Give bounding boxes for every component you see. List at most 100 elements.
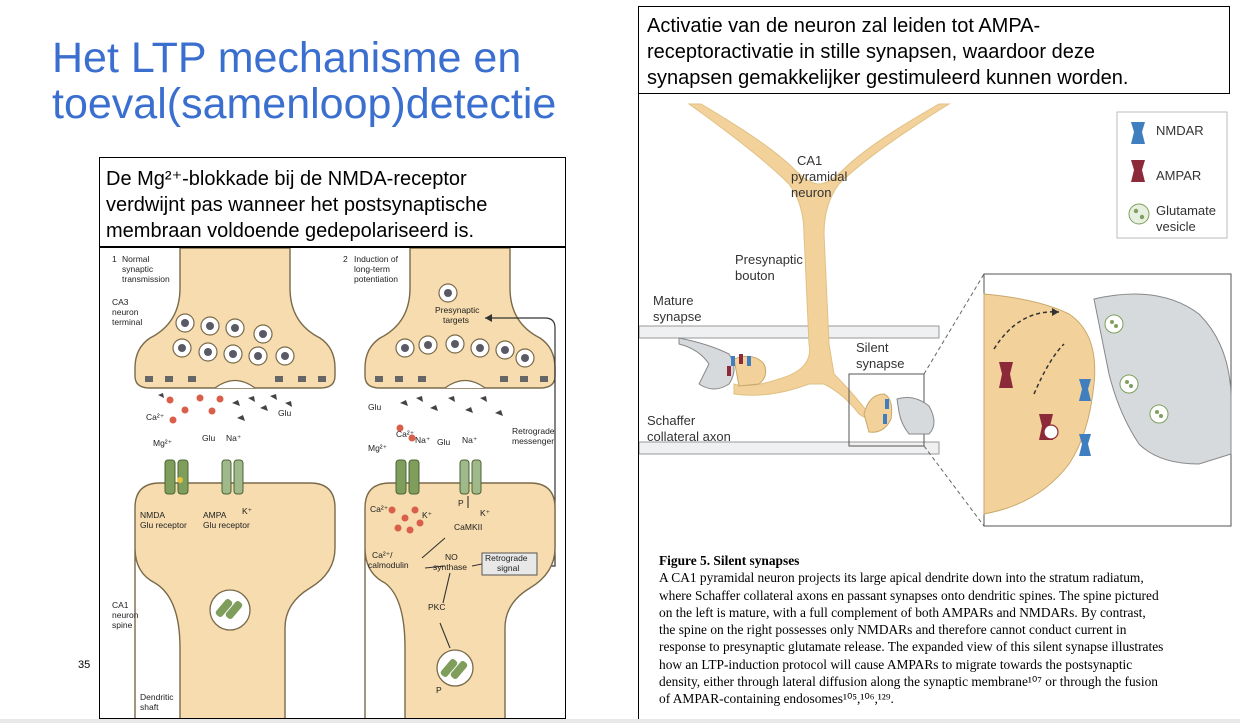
panel1-shaft-label-1: Dendritic: [140, 692, 174, 702]
bouton-label-2: bouton: [735, 268, 775, 283]
ampar-legend-icon: [1131, 160, 1145, 182]
ca1-label-3: neuron: [791, 185, 831, 200]
panel2-heading-3: potentiation: [354, 274, 398, 284]
figure-caption-line-5: response to presynaptic glutamate releas…: [659, 639, 1164, 655]
left-caption-line-3: membraan voldoende gedepolariseerd is.: [106, 220, 475, 242]
panel2-retro-signal-2: signal: [497, 563, 519, 573]
ampa-receptor-2: [459, 459, 482, 495]
panel1-glu-label-2: Glu: [202, 433, 216, 443]
panel1-mg-label: Mg²⁺: [153, 438, 173, 448]
nmda-receptor-2: [395, 459, 420, 495]
vesicle-legend-icon: [1128, 203, 1150, 225]
figure-caption-line-2: where Schaffer collateral axons en passa…: [659, 587, 1159, 603]
mature-synapse: [678, 337, 767, 390]
panel2-na-label: Na⁺: [415, 435, 431, 445]
legend-nmdar-label: NMDAR: [1156, 123, 1204, 138]
panel1-shaft-label-2: shaft: [140, 702, 159, 712]
legend-vesicle-label-1: Glutamate: [1156, 203, 1216, 218]
nmda-receptor-1: [164, 459, 189, 495]
right-caption-line-2: receptoractivatie in stille synapsen, wa…: [647, 41, 1096, 63]
panel1-number: 1: [112, 254, 117, 264]
schaffer-label-2: collateral axon: [647, 429, 731, 444]
silent-synapse-svg: NMDAR AMPAR Glutamate vesicle CA1 pyrami…: [639, 103, 1232, 527]
panel2-ca-label: Ca²⁺: [396, 429, 415, 439]
mature-label-1: Mature: [653, 293, 693, 308]
panel2-pkc-label: PKC: [428, 602, 445, 612]
panel2-glu-label-2: Glu: [437, 437, 451, 447]
ltp-diagram-svg: 1 Normal synaptic transmission CA3 neuro…: [112, 248, 556, 718]
panel2-k-label-2: K⁺: [480, 508, 491, 518]
panel2-calmodulin-1: Ca²⁺/: [372, 550, 393, 560]
panel2-k-label: K⁺: [422, 510, 433, 520]
panel1-ca-label: Ca²⁺: [146, 412, 165, 422]
mature-label-2: synapse: [653, 309, 701, 324]
figure-caption-line-1: A CA1 pyramidal neuron projects its larg…: [659, 570, 1144, 586]
panel2-p-label: P: [458, 498, 464, 508]
silent-synapse: [863, 393, 935, 435]
vesicles-1: [172, 313, 295, 366]
slide-number: 35: [78, 659, 91, 671]
figure-caption-line-7: density, either through lateral diffusio…: [659, 674, 1158, 690]
slide-title: Het LTP mechanisme en toeval(samenloop)d…: [52, 35, 632, 127]
panel1-postsyn-label-2: neuron: [112, 610, 139, 620]
panel2-targets-1: Presynaptic: [435, 305, 480, 315]
panel1-na-label: Na⁺: [226, 433, 242, 443]
legend-vesicle-label-2: vesicle: [1156, 219, 1196, 234]
right-caption-box: Activatie van de neuron zal leiden tot A…: [638, 6, 1230, 94]
left-caption-line-1: De Mg²⁺-blokkade bij de NMDA-receptor: [106, 168, 467, 190]
panel1-nmda-label-2: Glu receptor: [140, 520, 187, 530]
ampa-receptor-1: [221, 459, 244, 495]
panel1-heading-3: transmission: [122, 274, 170, 284]
figure-caption-line-6: how an LTP-induction protocol will cause…: [659, 656, 1133, 672]
legend-ampar-label: AMPAR: [1156, 168, 1201, 183]
figure-caption-title: Figure 5. Silent synapses: [659, 553, 800, 568]
left-caption-line-2: verdwijnt pas wanneer het postsynaptisch…: [106, 194, 488, 216]
panel2-camkii-label: CaMKII: [454, 522, 482, 532]
panel2-retro-messenger-2: messenger: [512, 436, 554, 446]
figure-caption-line-8: of AMPAR-containing endosomes¹⁰⁵,¹⁰⁶,¹²⁹…: [659, 691, 894, 707]
ca1-label-2: pyramidal: [791, 169, 847, 184]
panel2-glu-label: Glu: [368, 402, 382, 412]
panel2-ca-label-2: Ca²⁺: [370, 504, 389, 514]
silent-synapse-figure: NMDAR AMPAR Glutamate vesicle CA1 pyrami…: [638, 94, 1240, 721]
figure-caption-line-4: the spine on the right possesses only NM…: [659, 622, 1127, 638]
panel2-targets-2: targets: [443, 315, 469, 325]
left-caption-box: De Mg²⁺-blokkade bij de NMDA-receptor ve…: [99, 157, 566, 247]
right-caption-line-1: Activatie van de neuron zal leiden tot A…: [647, 15, 1041, 37]
silent-label-1: Silent: [856, 340, 889, 355]
panel2-heading-2: long-term: [354, 264, 390, 274]
panel2-p-label-2: P: [436, 685, 442, 695]
panel1-postsyn-label-3: spine: [112, 620, 133, 630]
panel2-calmodulin-2: calmodulin: [368, 560, 409, 570]
schaffer-label-1: Schaffer: [647, 413, 696, 428]
panel1-k-label: K⁺: [242, 506, 253, 516]
nmdar-legend-icon: [1131, 122, 1145, 144]
panel2-retro-signal-1: Retrograde: [485, 553, 528, 563]
bottom-divider: [0, 719, 1240, 723]
postsyn-spine-2: [364, 482, 556, 718]
panel1-presyn-label-2: neuron: [112, 307, 139, 317]
panel1-heading-1: Normal: [122, 254, 150, 264]
panel2-mg-label: Mg²⁺: [368, 443, 388, 453]
panel1-nmda-label-1: NMDA: [140, 510, 165, 520]
right-caption-line-3: synapsen gemakkelijker gestimuleerd kunn…: [647, 67, 1129, 89]
figure-caption-line-3: on the left is mature, with a full compl…: [659, 604, 1146, 620]
panel1-postsyn-label-1: CA1: [112, 600, 129, 610]
ca1-label-1: CA1: [797, 153, 822, 168]
bouton-label-1: Presynaptic: [735, 252, 803, 267]
panel1-ampa-label-2: Glu receptor: [203, 520, 250, 530]
panel2-no-synthase-2: synthase: [433, 562, 467, 572]
panel1-ampa-label-1: AMPA: [203, 510, 227, 520]
silent-label-2: synapse: [856, 356, 904, 371]
presyn-terminal-1: [134, 248, 336, 389]
figure-caption: Figure 5. Silent synapses A CA1 pyramida…: [659, 552, 1229, 708]
ltp-diagram: 1 Normal synaptic transmission CA3 neuro…: [99, 247, 566, 719]
panel2-number: 2: [343, 254, 348, 264]
panel2-heading-1: Induction of: [354, 254, 399, 264]
title-line-2: toeval(samenloop)detectie: [52, 80, 557, 128]
ca1-neuron: [687, 103, 951, 420]
panel1-presyn-label-1: CA3: [112, 297, 129, 307]
glutamate-1: [158, 393, 292, 421]
panel1-presyn-label-3: terminal: [112, 317, 142, 327]
panel2-retro-messenger-1: Retrograde: [512, 426, 555, 436]
